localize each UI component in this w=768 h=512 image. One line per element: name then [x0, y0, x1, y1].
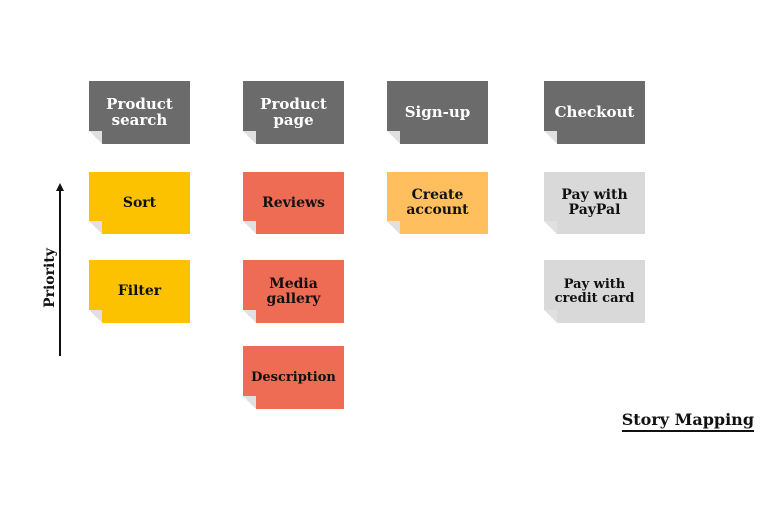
story-sort: Sort	[89, 172, 190, 234]
story-label: Media gallery	[266, 275, 321, 307]
story-label: Pay with PayPal	[561, 187, 628, 218]
story-pay-with-credit-card: Pay with credit card	[544, 260, 645, 323]
header-label: Product search	[106, 94, 173, 129]
priority-axis-label: Priority	[41, 248, 58, 308]
header-label: Sign-up	[404, 102, 471, 121]
story-pay-with-paypal: Pay with PayPal	[544, 172, 645, 234]
header-sign-up: Sign-up	[387, 81, 488, 144]
story-create-account: Create account	[387, 172, 488, 234]
story-filter: Filter	[89, 260, 190, 323]
header-checkout: Checkout	[544, 81, 645, 144]
story-label: Pay with credit card	[554, 276, 635, 306]
story-label: Filter	[117, 283, 162, 300]
story-reviews: Reviews	[243, 172, 344, 234]
story-label: Reviews	[262, 194, 325, 211]
header-product-search: Product search	[89, 81, 190, 144]
header-label: Checkout	[554, 102, 635, 121]
story-media-gallery: Media gallery	[243, 260, 344, 323]
header-product-page: Product page	[243, 81, 344, 144]
story-label: Sort	[122, 194, 157, 211]
story-label: Create account	[406, 187, 469, 218]
header-label: Product page	[260, 94, 327, 129]
story-description: Description	[243, 346, 344, 409]
diagram-title: Story Mapping	[621, 410, 754, 432]
priority-axis-line	[59, 190, 61, 356]
priority-arrow-icon	[56, 183, 64, 191]
story-label: Description	[251, 369, 336, 385]
